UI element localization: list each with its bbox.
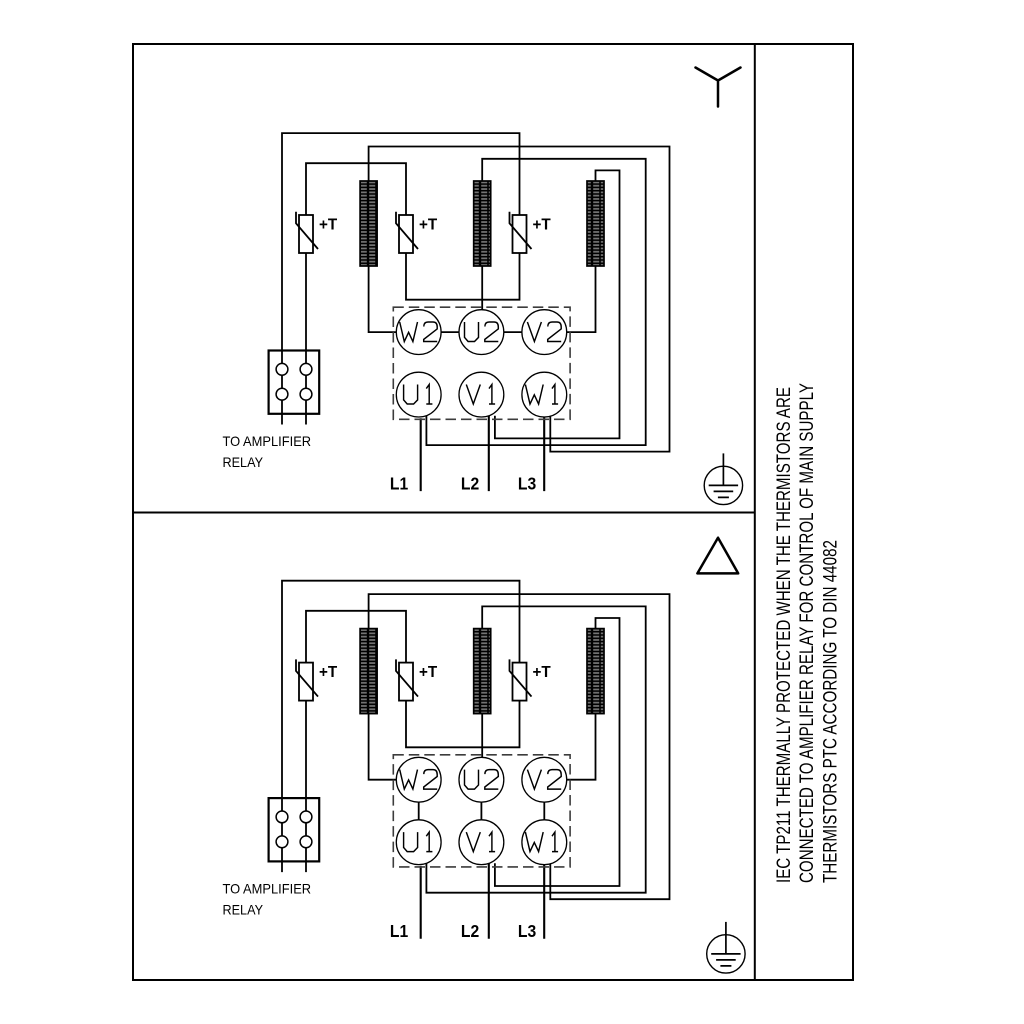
svg-text:IEC TP211 THERMALLY PROTECTED: IEC TP211 THERMALLY PROTECTED WHEN THE T… <box>774 387 795 883</box>
svg-text:THERMISTORS PTC ACCORDING TO D: THERMISTORS PTC ACCORDING TO DIN 44082 <box>821 540 842 883</box>
svg-text:CONNECTED TO AMPLIFIER RELAY F: CONNECTED TO AMPLIFIER RELAY FOR CONTROL… <box>797 383 818 883</box>
